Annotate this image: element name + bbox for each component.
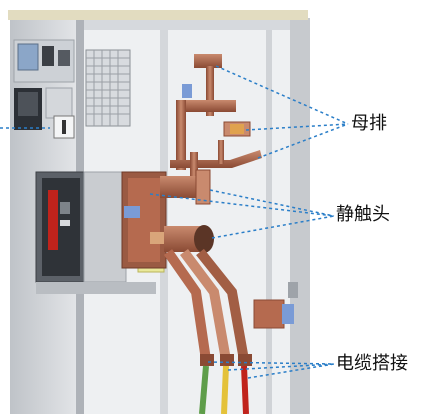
- leader-lines: [0, 65, 349, 379]
- static-contact-housing: [121, 169, 214, 269]
- label-static-contact: 静触头: [336, 204, 390, 225]
- label-cable-connection: 电缆搭接: [336, 353, 408, 374]
- busbar-assembly: [170, 54, 262, 186]
- circuit-breaker-front: [35, 171, 165, 294]
- label-busbar: 母排: [351, 113, 387, 134]
- power-cables: [163, 248, 298, 415]
- ventilation-grille: [85, 49, 131, 127]
- control-panel: [13, 39, 75, 139]
